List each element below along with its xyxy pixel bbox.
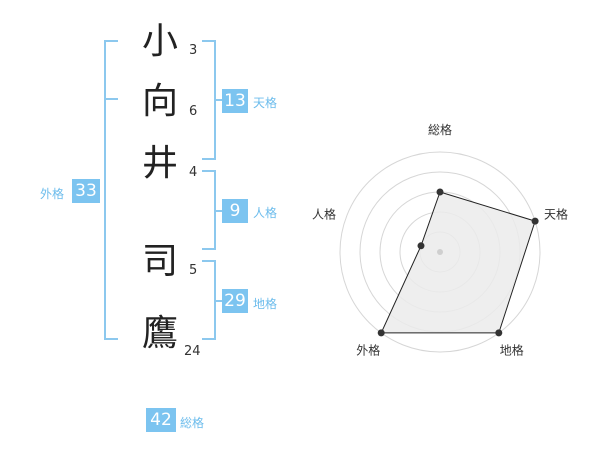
gaikaku-label: 外格: [40, 187, 65, 201]
soukaku-label: 総格: [180, 416, 205, 430]
name-char-2: 向: [141, 81, 178, 122]
tenkaku-bracket-tick: [216, 99, 222, 101]
soukaku-badge: 42: [146, 408, 176, 432]
radar-point-4: [377, 329, 385, 337]
tenkaku-label: 天格: [253, 96, 278, 110]
stroke-count-1: 3: [189, 43, 198, 58]
radar-point-5: [417, 242, 425, 250]
tenkaku-badge: 13: [222, 89, 248, 113]
radar-axis-label-4: 外格: [356, 343, 380, 358]
radar-axis-label-1: 総格: [428, 122, 452, 137]
stroke-count-2: 6: [189, 104, 198, 119]
radar-axis-label-2: 天格: [544, 206, 568, 221]
radar-data-polygon: [380, 191, 536, 334]
jinkaku-bracket-tick: [216, 210, 222, 212]
chikaku-bracket-tick: [216, 300, 222, 302]
chikaku-label: 地格: [253, 297, 278, 311]
radar-data-points: [377, 188, 539, 337]
radar-axis-label-3: 地格: [500, 343, 524, 358]
name-char-1: 小: [141, 21, 178, 62]
gaikaku-badge: 33: [72, 179, 100, 203]
gaikaku-bracket: [104, 40, 118, 340]
stroke-count-3: 4: [189, 165, 198, 180]
stroke-count-4: 5: [189, 263, 198, 278]
chikaku-badge: 29: [222, 289, 248, 313]
jinkaku-bracket: [202, 170, 216, 250]
name-char-4: 司: [141, 241, 178, 282]
radar-ring-5: [339, 151, 541, 353]
radar-axis-label-5: 人格: [312, 206, 336, 221]
name-char-3: 井: [141, 143, 178, 184]
radar-center-dot: [437, 249, 443, 255]
jinkaku-badge: 9: [222, 199, 248, 223]
name-char-5: 鷹: [141, 313, 178, 354]
radar-point-3: [495, 329, 503, 337]
jinkaku-label: 人格: [253, 206, 278, 220]
stroke-count-5: 24: [184, 344, 201, 359]
tenkaku-bracket: [202, 40, 216, 160]
radar-point-2: [531, 217, 539, 225]
radar-point-1: [436, 188, 444, 196]
chikaku-bracket: [202, 260, 216, 340]
gaikaku-bracket-tick: [104, 98, 118, 100]
